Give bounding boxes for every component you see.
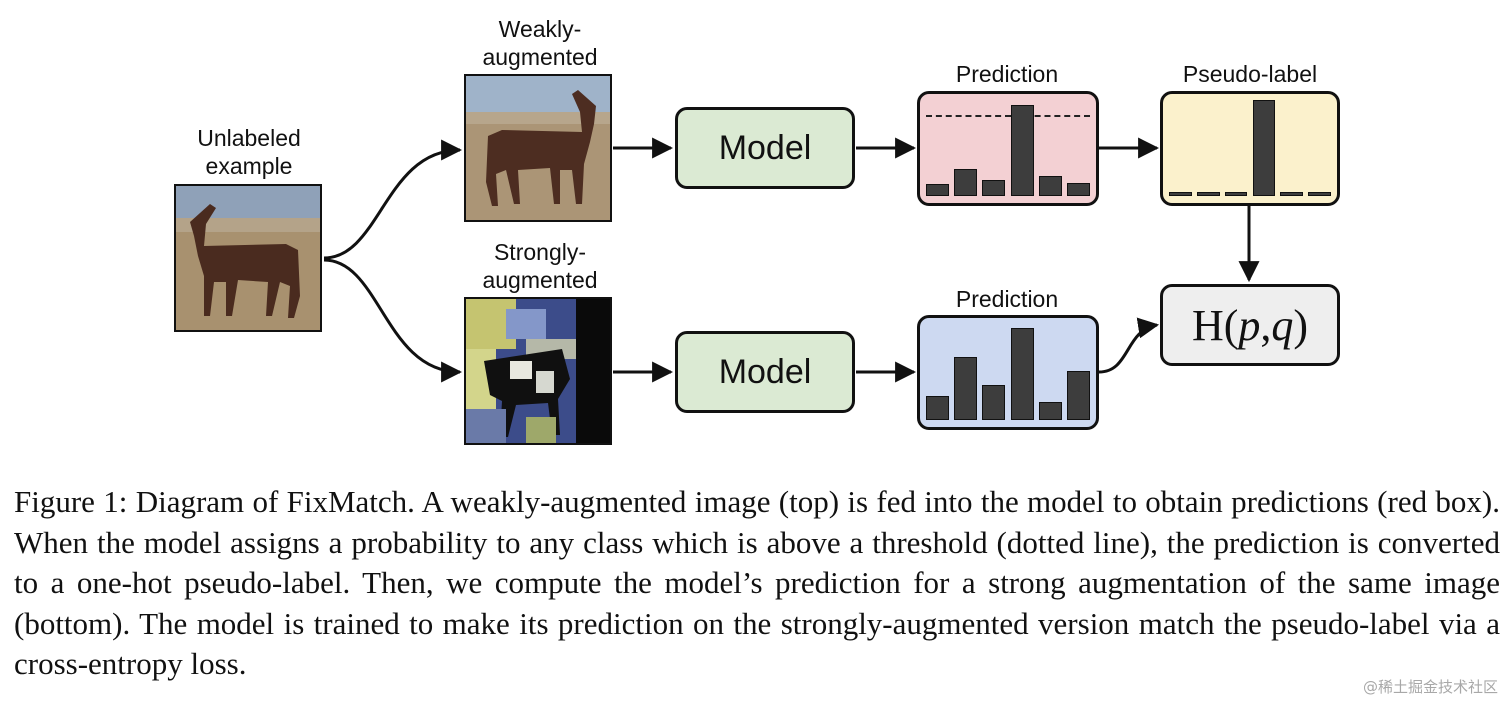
loss-sep: ,	[1260, 300, 1272, 350]
prediction-bottom-bar-6	[1066, 371, 1090, 420]
loss-p: p	[1238, 300, 1261, 350]
label-prediction-bottom: Prediction	[955, 286, 1059, 312]
loss-q: q	[1271, 300, 1294, 350]
prediction-bottom-bar-2	[954, 356, 978, 420]
prediction-top-bar-5	[1038, 175, 1062, 196]
label-strongly-augmented: Strongly- augmented	[482, 239, 598, 293]
cross-entropy-loss-box: H(p, q)	[1160, 284, 1340, 366]
weakly-augmented-horse-photo	[464, 74, 612, 222]
prediction-bottom-bar-4	[1010, 327, 1034, 420]
label-prediction-top: Prediction	[955, 61, 1059, 87]
prediction-bottom-bar-1	[926, 396, 950, 420]
connector-arrows	[323, 137, 1260, 383]
threshold-line	[926, 115, 1090, 118]
arrow-prediction-to-loss	[1098, 317, 1160, 374]
loss-suffix: )	[1293, 300, 1309, 350]
model-box-top: Model	[675, 107, 855, 189]
pseudo-label-bar-4	[1252, 100, 1276, 196]
horse-photo	[174, 184, 322, 332]
prediction-top-bar-1	[926, 184, 950, 196]
watermark: @稀土掘金技术社区	[1362, 678, 1498, 696]
prediction-top-bar-3	[982, 179, 1006, 196]
fixmatch-diagram: Unlabeled example Weakly- augmented Stro…	[174, 16, 1340, 445]
pseudo-label-bar-6	[1308, 192, 1331, 196]
strongly-augmented-horse-photo	[464, 297, 612, 445]
pseudo-label-bar-3	[1224, 192, 1248, 196]
pseudo-label-box	[1160, 91, 1340, 206]
label-pseudo-label: Pseudo-label	[1182, 61, 1318, 87]
model-box-bottom: Model	[675, 331, 855, 413]
prediction-top-bar-2	[954, 169, 978, 196]
branch-arrow-strong	[323, 258, 463, 383]
prediction-top-bar-4	[1010, 104, 1034, 196]
branch-arrow-weak	[323, 139, 463, 260]
loss-prefix: H(	[1191, 300, 1239, 350]
prediction-box-bottom	[917, 315, 1099, 430]
prediction-bottom-bar-3	[982, 385, 1006, 420]
figure-caption: Figure 1: Diagram of FixMatch. A weakly-…	[14, 484, 1500, 681]
pseudo-label-bar-5	[1280, 192, 1304, 196]
label-weakly-augmented: Weakly- augmented	[482, 16, 598, 70]
prediction-box-top	[917, 91, 1099, 206]
pseudo-label-bar-1	[1169, 192, 1192, 196]
prediction-bottom-bar-5	[1038, 401, 1062, 420]
pseudo-label-bar-2	[1196, 192, 1220, 196]
label-unlabeled-example: Unlabeled example	[197, 125, 301, 179]
prediction-top-bar-6	[1066, 182, 1090, 196]
